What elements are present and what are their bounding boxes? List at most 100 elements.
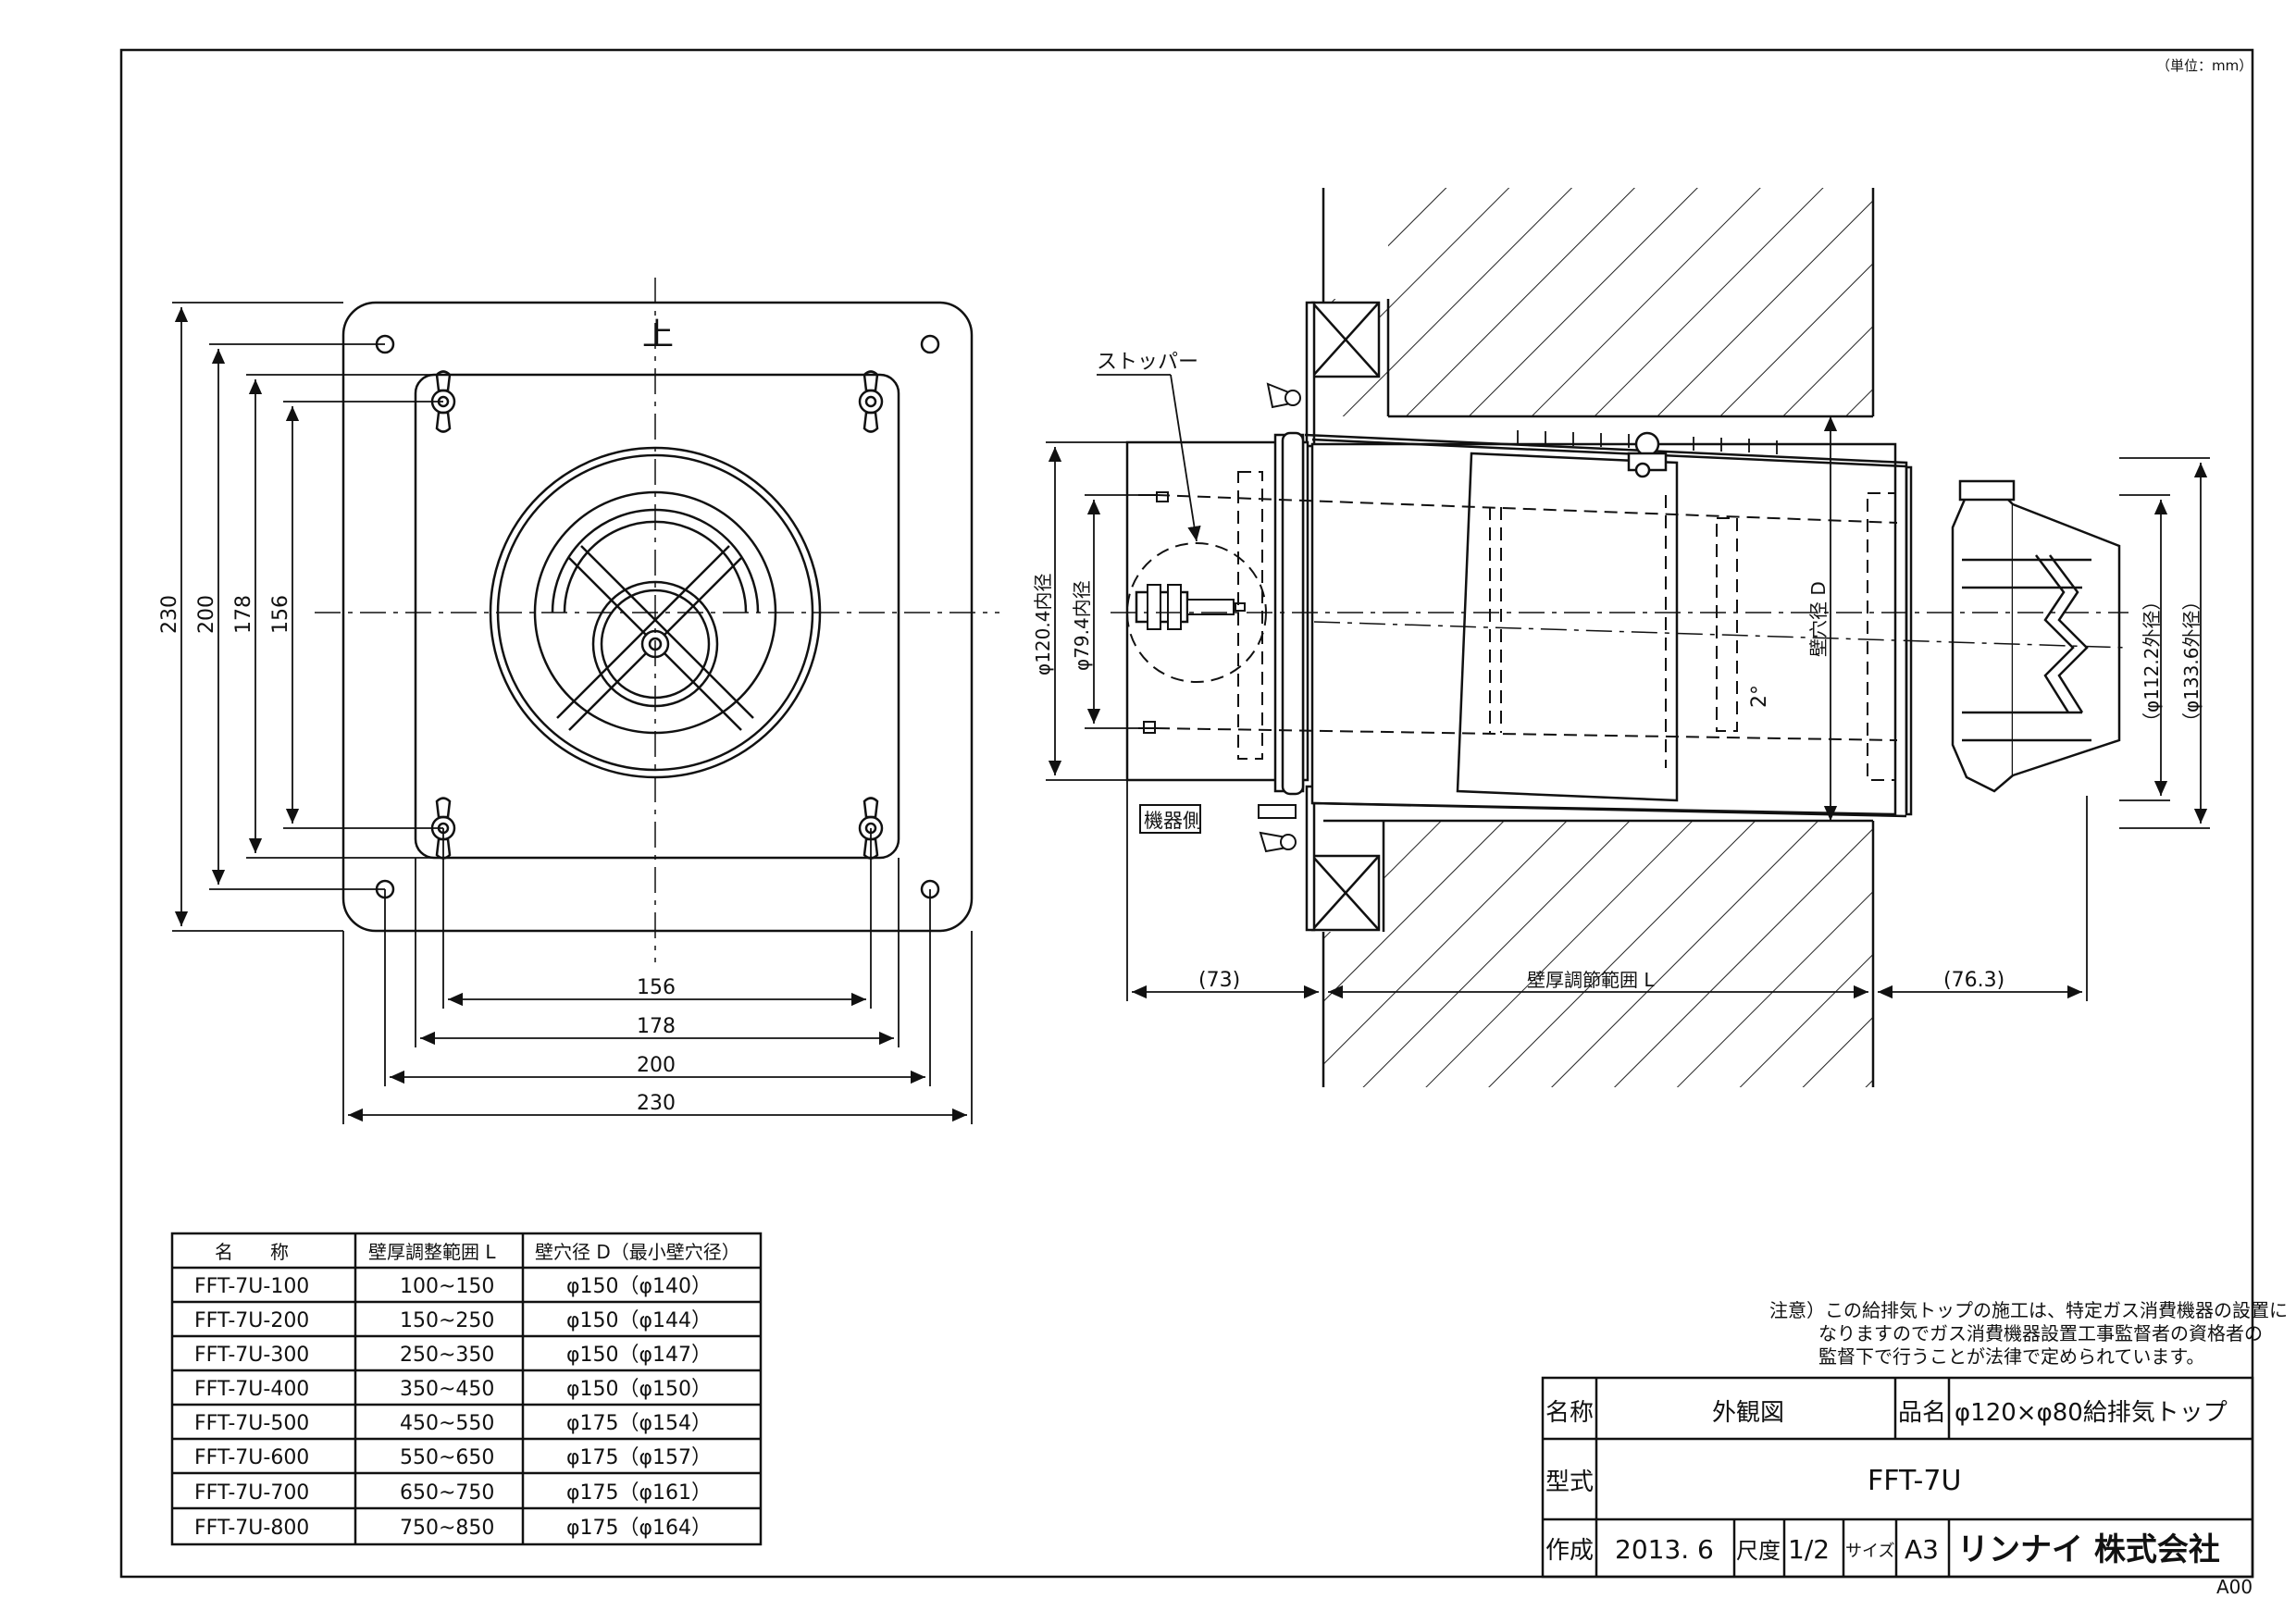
svg-text:φ175（φ157）: φ175（φ157） <box>566 1446 712 1469</box>
wall-lower <box>1323 821 1873 1087</box>
title-made-label: 作成 <box>1545 1537 1594 1565</box>
svg-text:FFT-7U-600: FFT-7U-600 <box>194 1446 309 1469</box>
svg-text:450~550: 450~550 <box>400 1412 494 1435</box>
svg-text:FFT-7U-400: FFT-7U-400 <box>194 1378 309 1401</box>
svg-text:100~150: 100~150 <box>400 1275 494 1298</box>
title-model-value: FFT-7U <box>1868 1465 1961 1497</box>
outer-dia-133: （φ133.6外径） <box>2180 592 2203 731</box>
table-row: FFT-7U-400 350~450 φ150（φ150） <box>194 1378 712 1401</box>
stopper-label: ストッパー <box>1097 351 1198 374</box>
svg-text:FFT-7U-700: FFT-7U-700 <box>194 1481 309 1505</box>
front-vertical-dims <box>172 302 443 932</box>
front-centerlines <box>315 278 999 962</box>
appliance-side-label: 機器側 <box>1144 810 1202 832</box>
wing-nut <box>858 797 884 860</box>
side-wing-nut-lower <box>1258 804 1297 853</box>
title-model-label: 型式 <box>1545 1468 1594 1496</box>
unit-note: （単位：mm） <box>2156 57 2253 74</box>
table-row: FFT-7U-500 450~550 φ175（φ154） <box>194 1412 712 1435</box>
outer-plate <box>341 301 974 933</box>
dim-h-178: 178 <box>637 1015 676 1038</box>
title-scale-label: 尺度 <box>1736 1538 1781 1564</box>
svg-text:250~350: 250~350 <box>400 1344 494 1367</box>
dim-right: (76.3) <box>1943 969 2004 992</box>
svg-text:φ175（φ161）: φ175（φ161） <box>566 1481 712 1505</box>
table-row: FFT-7U-300 250~350 φ150（φ147） <box>194 1344 712 1367</box>
wing-nut <box>858 370 884 433</box>
front-horizontal-dims <box>342 828 973 1124</box>
table-row: FFT-7U-200 150~250 φ150（φ144） <box>194 1309 712 1332</box>
title-name-label: 名称 <box>1545 1399 1594 1427</box>
title-size-value: A3 <box>1905 1534 1939 1565</box>
svg-text:FFT-7U-500: FFT-7U-500 <box>194 1412 309 1435</box>
title-scale-value: 1/2 <box>1788 1534 1830 1565</box>
company-name: リンナイ 株式会社 <box>1957 1531 2220 1568</box>
wall-upper <box>1323 188 1873 416</box>
dim-v-230: 230 <box>158 595 181 634</box>
exterior-hood <box>1951 479 2121 793</box>
title-product-value: φ120×φ80給排気トップ <box>1955 1399 2228 1427</box>
dim-h-200: 200 <box>637 1054 676 1077</box>
side-left-dims <box>1046 441 1157 781</box>
title-size-label: サイズ <box>1845 1542 1894 1561</box>
wall-plate-upper <box>1305 301 1381 448</box>
title-product-label: 品名 <box>1898 1399 1946 1427</box>
angle-label: 2° <box>1748 685 1771 708</box>
dim-left: (73) <box>1198 969 1240 992</box>
table-header-range: 壁厚調整範囲 L <box>368 1241 496 1263</box>
svg-text:350~450: 350~450 <box>400 1378 494 1401</box>
side-right-dims <box>2119 457 2210 829</box>
inner-dia-79: φ79.4内径 <box>1071 580 1093 671</box>
dim-v-178: 178 <box>232 595 255 634</box>
wall-plate-lower <box>1305 785 1381 932</box>
svg-text:φ150（φ140）: φ150（φ140） <box>566 1275 712 1298</box>
title-name-value: 外観図 <box>1712 1399 1784 1427</box>
dim-h-156: 156 <box>637 976 676 999</box>
svg-text:φ150（φ144）: φ150（φ144） <box>566 1309 712 1332</box>
svg-text:FFT-7U-300: FFT-7U-300 <box>194 1344 309 1367</box>
table-row: FFT-7U-700 650~750 φ175（φ161） <box>194 1481 712 1505</box>
table-header-hole: 壁穴径 D（最小壁穴径） <box>535 1241 740 1263</box>
table-row: FFT-7U-800 750~850 φ175（φ164） <box>194 1517 712 1540</box>
drawing-border <box>119 48 2254 1579</box>
dim-v-200: 200 <box>195 595 218 634</box>
svg-text:650~750: 650~750 <box>400 1481 494 1505</box>
inner-plate <box>414 373 900 860</box>
wall-section <box>1322 188 1875 1087</box>
side-wing-nut-upper <box>1266 382 1301 409</box>
svg-text:φ175（φ154）: φ175（φ154） <box>566 1412 712 1435</box>
dim-h-230: 230 <box>637 1092 676 1115</box>
title-made-value: 2013. 6 <box>1615 1534 1714 1565</box>
table-row: FFT-7U-600 550~650 φ175（φ157） <box>194 1446 712 1469</box>
sheet-code: A00 <box>2216 1576 2253 1598</box>
svg-text:φ175（φ164）: φ175（φ164） <box>566 1517 712 1540</box>
svg-text:φ150（φ147）: φ150（φ147） <box>566 1344 712 1367</box>
note-line-3: 監督下で行うことが法律で定められています。 <box>1818 1345 2204 1368</box>
wall-hole-label: 壁穴径 D <box>1807 581 1830 657</box>
dim-mid: 壁厚調節範囲 L <box>1527 969 1655 991</box>
screw-hole <box>920 334 940 354</box>
title-block <box>1541 1376 2254 1579</box>
front-view <box>341 301 974 933</box>
inner-dia-120: φ120.4内径 <box>1032 574 1054 675</box>
note-line-2: なりますのでガス消費機器設置工事監督者の資格者の <box>1818 1322 2263 1344</box>
svg-text:550~650: 550~650 <box>400 1446 494 1469</box>
table-header-name: 名 称 <box>215 1241 289 1263</box>
spec-table <box>170 1232 763 1546</box>
stopper-detail <box>1126 491 1267 734</box>
svg-text:750~850: 750~850 <box>400 1517 494 1540</box>
appliance-side-box <box>1139 804 1201 834</box>
svg-text:φ150（φ150）: φ150（φ150） <box>566 1378 712 1401</box>
svg-text:FFT-7U-800: FFT-7U-800 <box>194 1517 309 1540</box>
pipe-assembly <box>1125 430 1913 818</box>
outer-sleeve <box>1310 442 1897 816</box>
svg-text:FFT-7U-200: FFT-7U-200 <box>194 1309 309 1332</box>
wing-nut <box>430 370 456 433</box>
outer-dia-112: （φ112.2外径） <box>2141 592 2163 731</box>
svg-text:FFT-7U-100: FFT-7U-100 <box>194 1275 309 1298</box>
top-mark: 上 <box>642 316 674 353</box>
sliding-tube <box>1456 452 1679 802</box>
svg-text:150~250: 150~250 <box>400 1309 494 1332</box>
flange <box>1281 431 1305 796</box>
